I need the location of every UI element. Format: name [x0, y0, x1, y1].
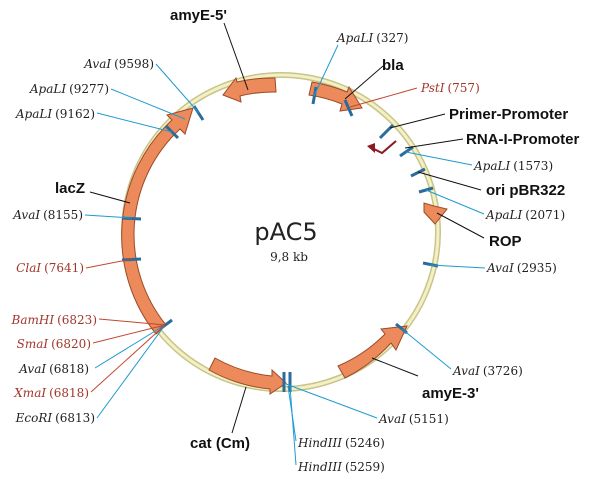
feature-label-lacZ: lacZ [55, 180, 85, 197]
gene-arrow-rop [423, 202, 448, 225]
site-label-avai-6818: AvaI(6818) [18, 362, 89, 376]
leader-apali-327 [313, 44, 339, 97]
feature-label-rna1-promoter: RNA-I-Promoter [466, 131, 579, 148]
site-label-apali-9277: ApaLI(9277) [29, 82, 109, 96]
site-label-smai-6820: SmaI(6820) [17, 337, 91, 351]
site-label-avai-9598: AvaI(9598) [83, 57, 154, 71]
feature-label-bla: bla [382, 57, 404, 74]
leader-avai-2935 [429, 264, 486, 269]
gene-arrow-lacZ [121, 107, 194, 335]
leader-avai-8155 [84, 214, 133, 219]
feature-label-amyE-5: amyE-5' [170, 7, 227, 24]
leader-cat [231, 386, 247, 434]
site-label-apali-2071: ApaLI(2071) [485, 208, 565, 222]
leader-ori [417, 171, 482, 191]
site-label-avai-5151: AvaI(5151) [378, 412, 449, 426]
site-label-avai-2935: AvaI(2935) [486, 261, 557, 275]
leader-apali-9162 [96, 112, 173, 133]
leader-apali-1573 [405, 151, 473, 166]
leader-hindiii-5259 [289, 385, 297, 466]
leader-xmai-6818 [90, 324, 166, 393]
leader-apali-9277 [110, 88, 186, 120]
gene-arrow-bla [308, 81, 363, 112]
leader-smai-6820 [92, 324, 166, 344]
site-label-hindiii-5246: HindIII(5246) [297, 436, 385, 450]
feature-label-cat: cat (Cm) [190, 435, 250, 452]
leader-ecori-6813 [96, 324, 166, 419]
gene-arrow-cat [208, 357, 287, 395]
leader-psti-757 [349, 87, 418, 108]
leader-lines-feature [89, 22, 485, 434]
site-label-avai-8155: AvaI(8155) [12, 208, 83, 222]
site-label-clai-7641: ClaI(7641) [16, 261, 84, 275]
leader-amyE-3 [371, 357, 419, 377]
leader-apali-2071 [425, 189, 485, 215]
tick-apali-1573 [399, 145, 414, 158]
tick-psti-757 [343, 99, 354, 117]
plasmid-size: 9,8 kb [270, 250, 308, 264]
leader-avai-3726 [401, 328, 452, 370]
site-label-apali-327: ApaLI(327) [336, 31, 409, 45]
feature-label-rop: ROP [489, 233, 522, 250]
site-label-avai-3726: AvaI(3726) [452, 364, 523, 378]
feature-label-primer-promoter: Primer-Promoter [449, 106, 568, 123]
site-label-hindiii-5259: HindIII(5259) [297, 460, 385, 474]
site-label-xmai-6818: XmaI(6818) [13, 386, 89, 400]
site-label-apali-9162: ApaLI(9162) [15, 107, 95, 121]
leader-rop [436, 212, 485, 239]
leader-avai-6818 [94, 324, 166, 369]
site-label-psti-757: PstI(757) [420, 81, 480, 95]
tick-avai-8155 [121, 216, 142, 221]
feature-label-amyE-3: amyE-3' [422, 385, 479, 402]
leader-avai-5151 [285, 383, 378, 419]
leader-primer-promoter [389, 113, 446, 129]
feature-label-ori: ori pBR322 [486, 182, 565, 199]
leader-avai-9598 [155, 63, 200, 114]
gene-arrow-amyE-5 [222, 76, 277, 103]
gene-arrow-amyE-3 [337, 325, 408, 379]
rna1-promoter-arrowhead-icon [367, 143, 375, 153]
leader-lines-blue [84, 44, 486, 466]
site-label-apali-1573: ApaLI(1573) [473, 159, 553, 173]
plasmid-name: pAC5 [254, 218, 317, 246]
leader-rna1-promoter [404, 138, 464, 149]
leader-lines-red [85, 87, 418, 393]
leader-lacZ [89, 191, 131, 204]
leader-amyE-5 [223, 22, 249, 91]
site-label-bamhi-6823: BamHI(6823) [11, 313, 97, 327]
tick-primer-promoter [378, 123, 395, 140]
leader-bamhi-6823 [98, 318, 166, 326]
rna1-promoter-hook-icon [373, 140, 397, 155]
site-label-ecori-6813: EcoRI(6813) [15, 411, 95, 425]
leader-bla [344, 65, 384, 100]
leader-clai-7641 [85, 258, 133, 269]
